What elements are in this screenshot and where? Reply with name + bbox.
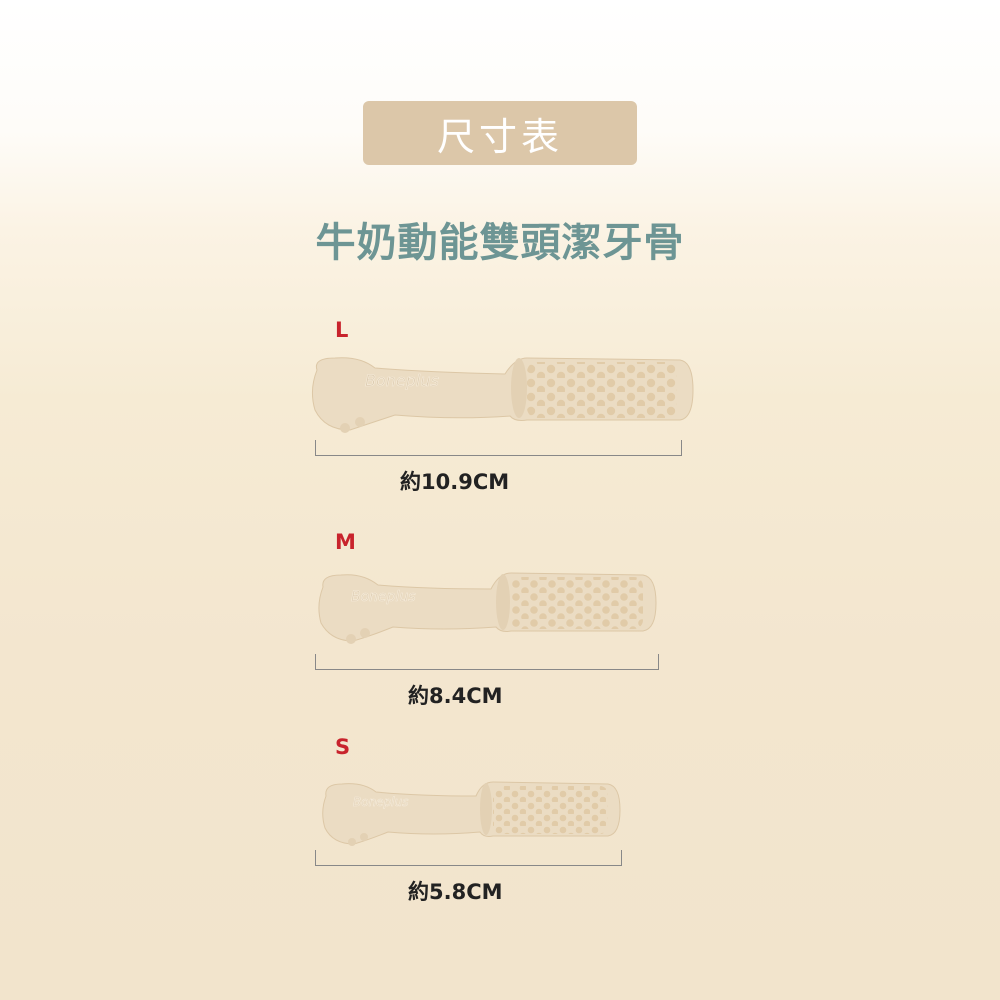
dental-bone-image-l: Boneplus [311, 357, 694, 433]
svg-text:Boneplus: Boneplus [353, 795, 408, 809]
length-ruler [315, 654, 659, 670]
dental-bone-image-m: Boneplus [318, 572, 657, 644]
size-label: L [335, 318, 349, 342]
svg-text:Boneplus: Boneplus [365, 371, 439, 390]
product-title: 牛奶動能雙頭潔牙骨 [315, 220, 685, 266]
length-ruler [315, 850, 622, 866]
dental-bone-image-s: Boneplus [322, 781, 621, 846]
size-chart-badge: 尺寸表 [363, 101, 637, 165]
length-value: 約8.4CM [408, 684, 503, 708]
svg-text:Boneplus: Boneplus [351, 589, 416, 605]
length-value: 約10.9CM [400, 470, 510, 494]
size-label: S [335, 735, 351, 759]
length-ruler [315, 440, 682, 456]
size-chart-label: 尺寸表 [436, 114, 563, 159]
size-label: M [335, 530, 356, 554]
length-value: 約5.8CM [408, 880, 503, 904]
